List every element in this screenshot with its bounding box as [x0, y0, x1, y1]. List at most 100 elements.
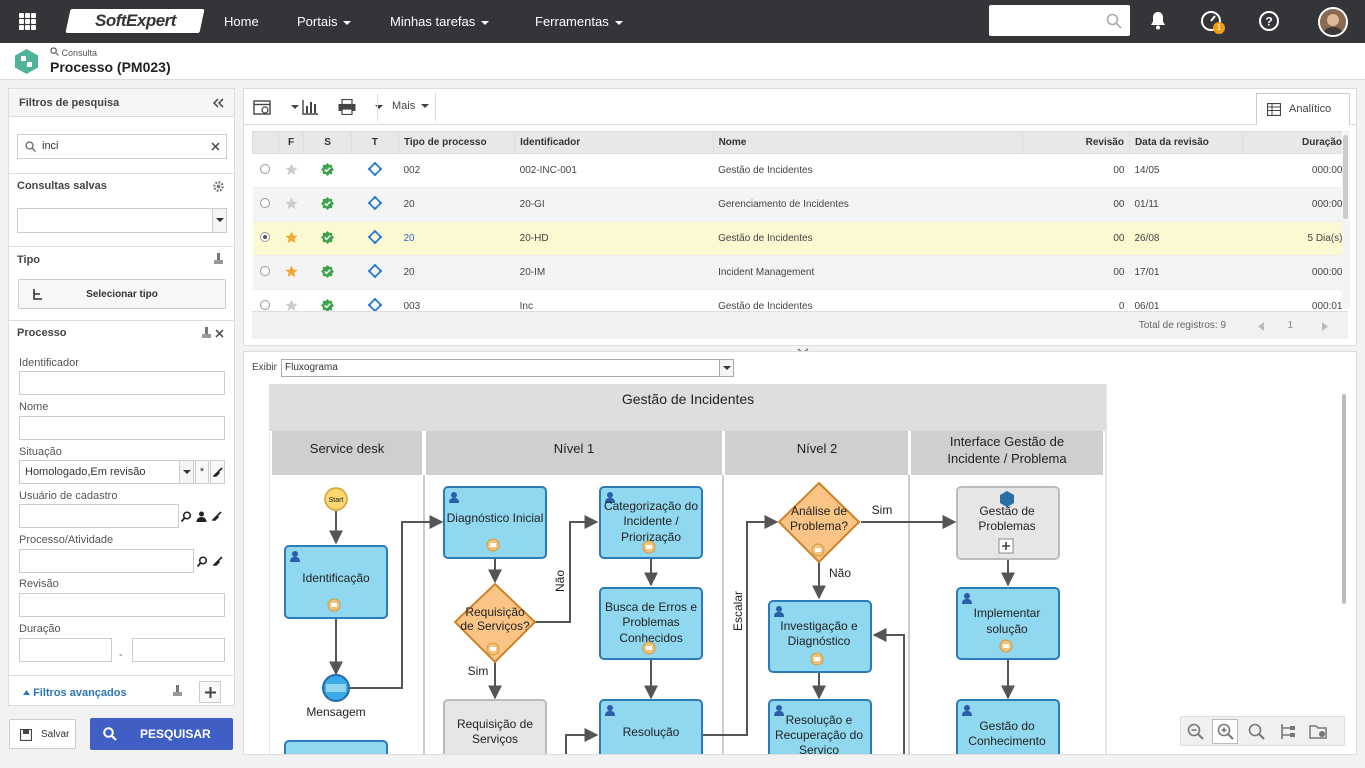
task-identificacao[interactable]: Identificação: [284, 545, 388, 619]
close-icon[interactable]: [211, 142, 220, 151]
help-icon[interactable]: ?: [1257, 9, 1281, 33]
favorite-cell[interactable]: [278, 221, 304, 256]
gateway-requisicao[interactable]: Requisição de Serviços?: [453, 582, 537, 664]
search-button[interactable]: PESQUISAR: [90, 718, 233, 750]
advanced-filters-link[interactable]: Filtros avançados: [23, 687, 127, 699]
save-button[interactable]: Salvar: [9, 719, 76, 749]
calendar-view-icon[interactable]: [253, 99, 272, 116]
table-scrollbar[interactable]: [1342, 131, 1350, 309]
favorite-cell[interactable]: [278, 187, 304, 222]
more-menu[interactable]: Mais: [392, 100, 430, 112]
task-resolucao[interactable]: Resolução: [599, 699, 703, 755]
user-search-button[interactable]: [179, 504, 194, 528]
duracao-to-input[interactable]: [132, 638, 225, 662]
row-radio[interactable]: [260, 164, 271, 174]
asterisk-button[interactable]: *: [195, 460, 209, 484]
column-header-f[interactable]: F: [277, 131, 305, 154]
row-radio[interactable]: [260, 300, 271, 310]
collapse-icon[interactable]: [212, 98, 224, 108]
star-icon[interactable]: [285, 298, 298, 312]
identificador-input[interactable]: [19, 371, 225, 395]
row-radio-cell[interactable]: [252, 187, 279, 222]
gauge-icon[interactable]: [1199, 9, 1223, 33]
nav-minhas-tarefas[interactable]: Minhas tarefas: [390, 14, 490, 29]
next-page-icon[interactable]: [1322, 322, 1328, 331]
chevron-down-icon[interactable]: [291, 105, 299, 109]
task-requisicao-servicos[interactable]: Requisição de Serviços: [443, 699, 547, 755]
column-header-duracao[interactable]: Duração: [1242, 131, 1348, 154]
zoom-in-button[interactable]: [1212, 719, 1238, 744]
tree-layout-icon[interactable]: [1279, 723, 1296, 740]
duracao-from-input[interactable]: [19, 638, 112, 662]
column-header-data[interactable]: Data da revisão: [1128, 131, 1244, 154]
eraser-icon[interactable]: [172, 685, 183, 697]
eraser-icon[interactable]: [201, 327, 212, 339]
column-header-s[interactable]: S: [303, 131, 352, 154]
view-select[interactable]: Fluxograma: [281, 359, 734, 377]
column-header-t[interactable]: T: [350, 131, 399, 154]
task-partial[interactable]: [284, 740, 388, 755]
zoom-out-icon[interactable]: [1187, 723, 1204, 740]
favorite-cell[interactable]: [278, 153, 304, 188]
star-icon[interactable]: [285, 162, 298, 176]
star-icon[interactable]: [285, 230, 298, 244]
nav-home[interactable]: Home: [224, 14, 259, 29]
column-header-tipo[interactable]: Tipo de processo: [397, 131, 516, 154]
star-icon[interactable]: [285, 264, 298, 278]
gear-icon[interactable]: [212, 180, 225, 193]
task-investigacao[interactable]: Investigação e Diagnóstico: [768, 600, 872, 673]
subprocess-gestao-problemas[interactable]: Gestão de Problemas: [956, 486, 1060, 560]
flow-scrollbar[interactable]: [1342, 394, 1346, 604]
atividade-search-button[interactable]: [195, 549, 210, 573]
row-radio-cell[interactable]: [252, 255, 279, 290]
task-categorizacao[interactable]: Categorização do Incidente / Priorização: [599, 486, 703, 559]
nav-ferramentas[interactable]: Ferramentas: [535, 14, 623, 29]
task-busca-erros[interactable]: Busca de Erros e Problemas Conhecidos: [599, 587, 703, 660]
favorite-cell[interactable]: [278, 255, 304, 290]
prev-page-icon[interactable]: [1258, 322, 1264, 331]
saved-queries-select[interactable]: [17, 208, 227, 233]
add-filter-button[interactable]: [199, 681, 221, 703]
column-header-identificador[interactable]: Identificador: [514, 131, 714, 154]
task-implementar-solucao[interactable]: Implementar solução: [956, 587, 1060, 660]
usuario-input[interactable]: [19, 504, 179, 528]
apps-grid-icon[interactable]: [19, 13, 36, 30]
revisao-input[interactable]: [19, 593, 225, 617]
chevron-down-icon[interactable]: [375, 105, 383, 109]
star-icon[interactable]: [285, 196, 298, 210]
user-picker-button[interactable]: [194, 504, 209, 528]
print-icon[interactable]: [338, 99, 356, 115]
nome-input[interactable]: [19, 416, 225, 440]
gateway-analise-problema[interactable]: Análise de Problema?: [777, 481, 861, 564]
folder-settings-icon[interactable]: [1309, 723, 1328, 740]
close-icon[interactable]: [215, 329, 224, 338]
atividade-input[interactable]: [19, 549, 194, 573]
softexpert-logo[interactable]: SoftExpert: [65, 9, 205, 33]
task-resolucao-recuperacao[interactable]: Resolução e Recuperação do Serviço: [768, 699, 872, 755]
column-header-nome[interactable]: Nome: [712, 131, 1024, 154]
row-radio[interactable]: [260, 266, 271, 276]
clear-user-button[interactable]: [209, 504, 224, 528]
zoom-reset-icon[interactable]: [1248, 723, 1265, 740]
global-search-input[interactable]: [989, 5, 1130, 36]
column-header-revisao[interactable]: Revisão: [1022, 131, 1130, 154]
row-radio-cell[interactable]: [252, 221, 279, 256]
filter-search-input[interactable]: inci: [17, 134, 227, 159]
user-avatar[interactable]: [1318, 7, 1348, 37]
task-diagnostico-inicial[interactable]: Diagnóstico Inicial: [443, 486, 547, 559]
task-gestao-conhecimento[interactable]: Gestão do Conhecimento: [956, 699, 1060, 755]
nav-portais[interactable]: Portais: [297, 14, 352, 29]
row-radio[interactable]: [260, 198, 271, 208]
situacao-select[interactable]: Homologado,Em revisão: [19, 460, 194, 484]
tab-analitico[interactable]: Analítico: [1256, 93, 1350, 125]
select-type-button[interactable]: Selecionar tipo: [18, 279, 226, 309]
row-radio[interactable]: [260, 232, 271, 242]
bell-icon[interactable]: [1146, 9, 1170, 33]
clear-atividade-button[interactable]: [210, 549, 225, 573]
chart-icon[interactable]: [302, 99, 319, 115]
row-radio-cell[interactable]: [252, 153, 279, 188]
